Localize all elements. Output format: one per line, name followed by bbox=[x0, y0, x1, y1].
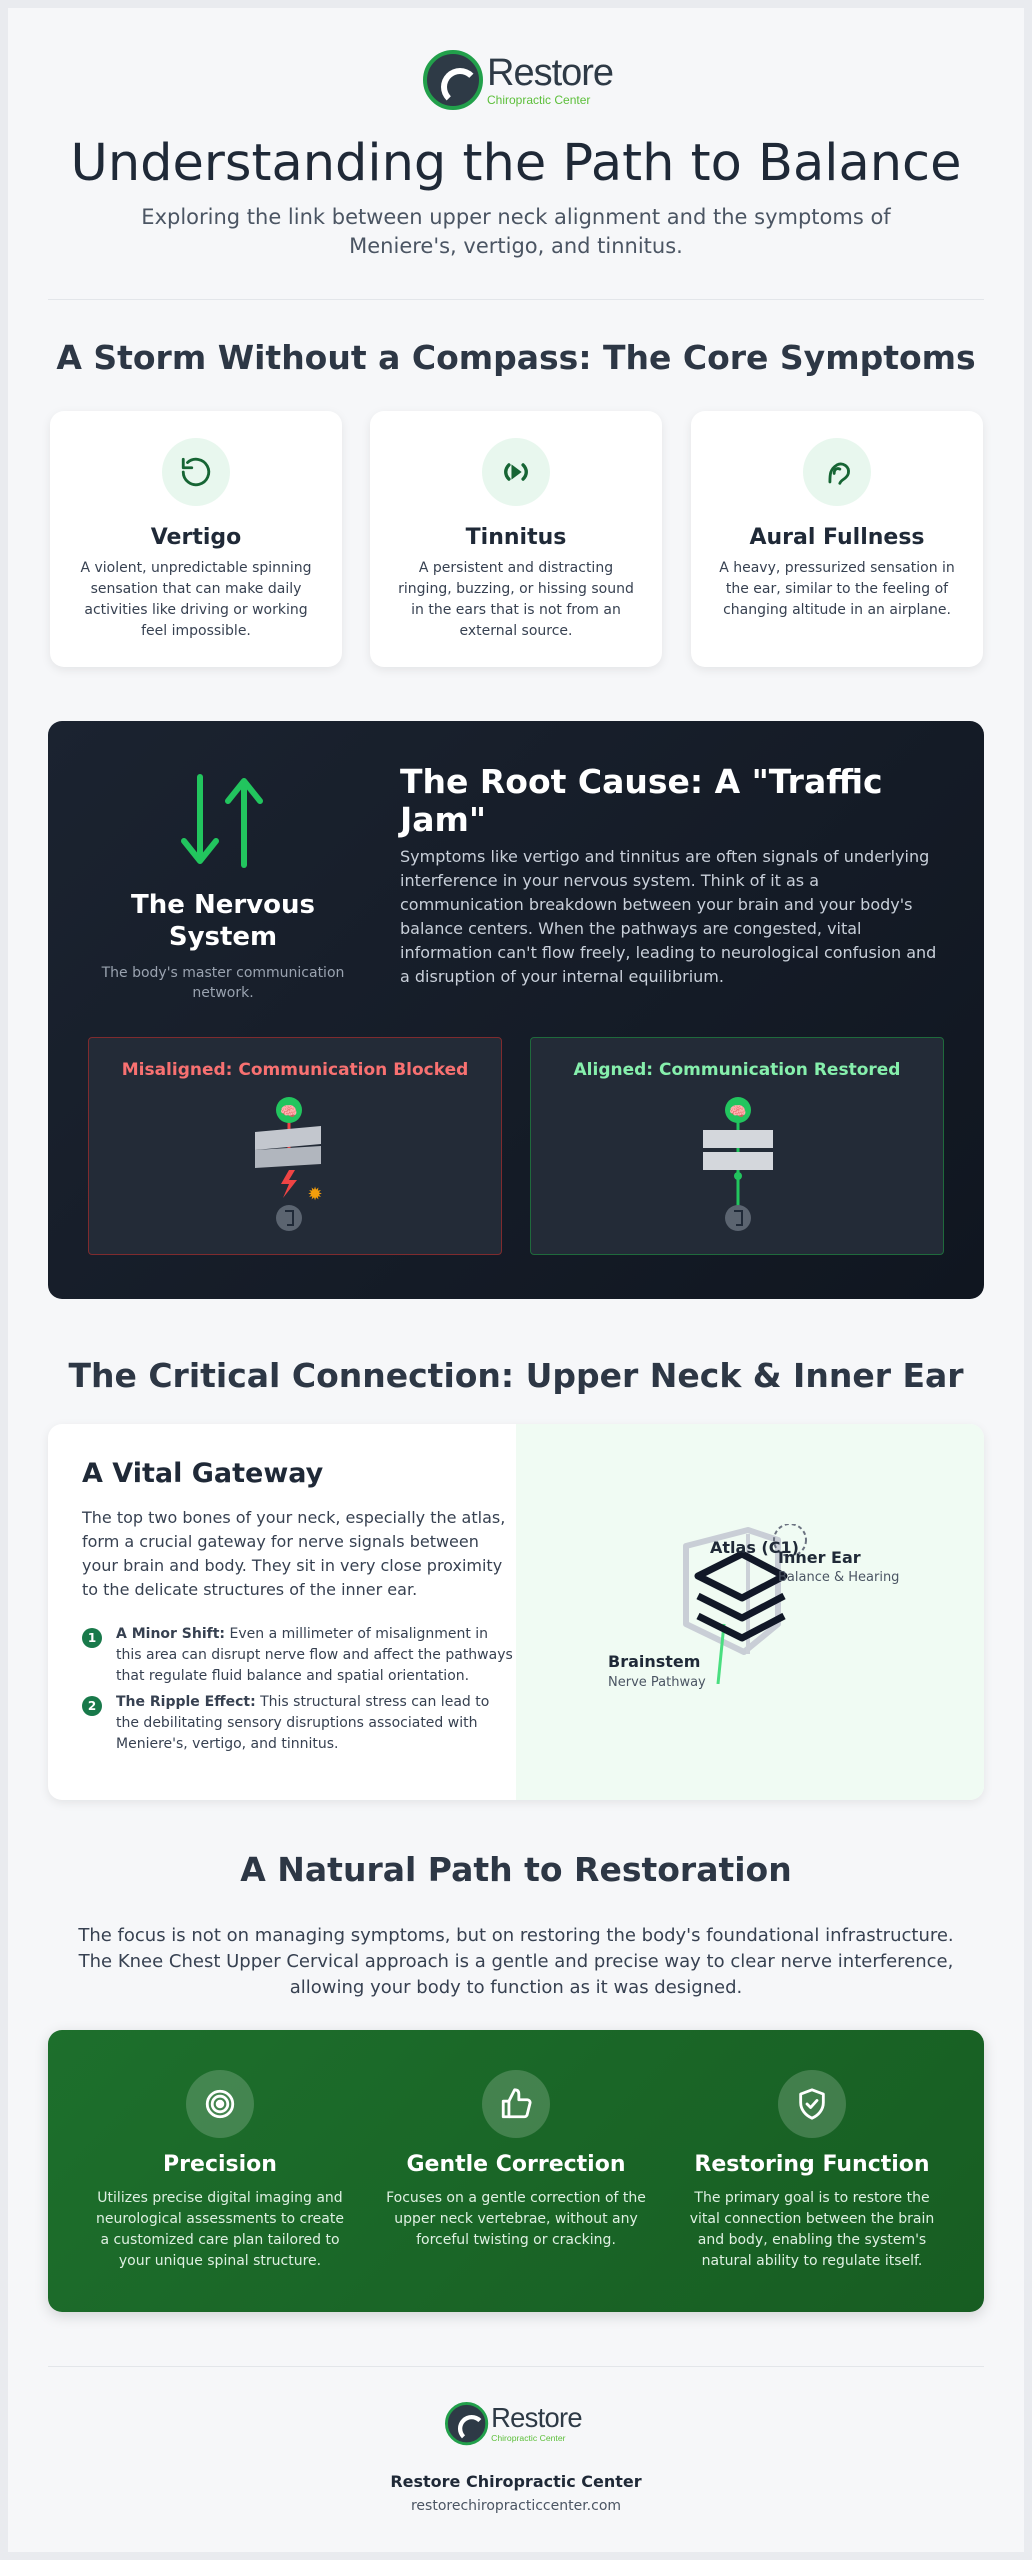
logo-name: Restore bbox=[491, 2403, 582, 2434]
point-label: The Ripple Effect: bbox=[116, 1694, 256, 1710]
logo-mark-icon bbox=[445, 2402, 489, 2446]
symptoms-heading: A Storm Without a Compass: The Core Symp… bbox=[56, 338, 976, 377]
gateway-title: A Vital Gateway bbox=[82, 1458, 324, 1489]
brainstem-label: Brainstem bbox=[608, 1652, 701, 1671]
gateway-point-1: A Minor Shift: Even a millimeter of misa… bbox=[116, 1624, 516, 1687]
header-divider bbox=[48, 299, 984, 300]
footer-company-name: Restore Chiropractic Center bbox=[390, 2472, 642, 2491]
restoration-pillars-panel: Precision Utilizes precise digital imagi… bbox=[48, 2030, 984, 2312]
signal-arrows-icon bbox=[181, 774, 263, 868]
logo-tagline: Chiropractic Center bbox=[487, 93, 591, 107]
blocked-label: Misaligned: Communication Blocked bbox=[121, 1060, 469, 1080]
blocked-spine-diagram: 🧠 ✹ bbox=[255, 1097, 323, 1231]
page-title: Understanding the Path to Balance bbox=[70, 134, 962, 193]
restoration-text: The focus is not on managing symptoms, b… bbox=[78, 1925, 954, 1998]
nervous-system-panel: The Nervous System The body's master com… bbox=[48, 721, 984, 1299]
page-subtitle: Exploring the link between upper neck al… bbox=[141, 205, 891, 258]
restored-label: Aligned: Communication Restored bbox=[573, 1060, 901, 1080]
svg-text:🧠: 🧠 bbox=[280, 1104, 297, 1120]
pillar-desc: The primary goal is to restore the vital… bbox=[689, 2190, 935, 2269]
logo-name: Restore bbox=[487, 52, 614, 94]
pillar-title: Restoring Function bbox=[694, 2152, 930, 2177]
pillar-desc: Utilizes precise digital imaging and neu… bbox=[96, 2190, 344, 2269]
connection-heading: The Critical Connection: Upper Neck & In… bbox=[68, 1356, 964, 1395]
pillar-desc: Focuses on a gentle correction of the up… bbox=[386, 2190, 646, 2248]
footer-logo: Restore Chiropractic Center bbox=[445, 2402, 583, 2446]
symptom-card-aural-fullness: Aural Fullness A heavy, pressurized sens… bbox=[691, 411, 983, 667]
pillar-title: Precision bbox=[163, 2152, 277, 2177]
rotate-icon bbox=[162, 438, 230, 506]
inner-ear-sublabel: Balance & Hearing bbox=[778, 1570, 900, 1585]
header-logo: Restore Chiropractic Center bbox=[423, 50, 614, 110]
thumbs-up-icon bbox=[482, 2070, 550, 2138]
step-number: 1 bbox=[82, 1628, 102, 1648]
ear-icon bbox=[803, 438, 871, 506]
symptom-desc: A persistent and distracting ringing, bu… bbox=[398, 560, 634, 639]
communication-blocked-box: Misaligned: Communication Blocked 🧠 ✹ bbox=[88, 1037, 502, 1255]
gateway-point-2: The Ripple Effect: This structural stres… bbox=[116, 1692, 516, 1755]
communication-restored-box: Aligned: Communication Restored 🧠 bbox=[530, 1037, 944, 1255]
gateway-text: The top two bones of your neck, especial… bbox=[82, 1508, 506, 1599]
logo-tagline: Chiropractic Center bbox=[491, 2432, 566, 2444]
point-text: Even a millimeter of misalignment in thi… bbox=[116, 1626, 513, 1684]
step-number: 2 bbox=[82, 1696, 102, 1716]
point-text: This structural stress can lead to the d… bbox=[116, 1694, 490, 1752]
symptom-card-vertigo: Vertigo A violent, unpredictable spinnin… bbox=[50, 411, 342, 667]
infographic-page: Restore Chiropractic Center Understandin… bbox=[8, 8, 1024, 2552]
footer-website-link[interactable]: restorechiropracticcenter.com bbox=[410, 2498, 622, 2514]
shield-check-icon bbox=[778, 2070, 846, 2138]
root-cause-text: Symptoms like vertigo and tinnitus are o… bbox=[400, 847, 937, 986]
point-label: A Minor Shift: bbox=[116, 1626, 226, 1642]
restoration-heading: A Natural Path to Restoration bbox=[240, 1850, 792, 1889]
symptom-title: Tinnitus bbox=[465, 525, 567, 550]
aligned-spine-diagram: 🧠 bbox=[703, 1097, 773, 1231]
nervous-system-subtitle: The body's master communication network. bbox=[101, 965, 345, 1001]
vital-gateway-card: A Vital Gateway The top two bones of you… bbox=[48, 1424, 984, 1800]
symptom-title: Aural Fullness bbox=[749, 525, 925, 550]
svg-text:🧠: 🧠 bbox=[729, 1104, 746, 1120]
sound-wave-icon bbox=[482, 438, 550, 506]
svg-text:✹: ✹ bbox=[307, 1184, 322, 1205]
pillar-title: Gentle Correction bbox=[406, 2152, 626, 2177]
root-cause-title: The Root Cause: A "Traffic Jam" bbox=[400, 762, 883, 839]
symptom-desc: A violent, unpredictable spinning sensat… bbox=[80, 560, 312, 639]
atlas-vertebra-diagram bbox=[683, 1524, 807, 1684]
inner-ear-label: Inner Ear bbox=[778, 1548, 861, 1567]
brainstem-sublabel: Nerve Pathway bbox=[608, 1675, 706, 1690]
target-icon bbox=[186, 2070, 254, 2138]
atlas-label: Atlas (C1) bbox=[710, 1538, 799, 1557]
symptom-desc: A heavy, pressurized sensation in the ea… bbox=[719, 560, 955, 618]
nervous-system-title: The Nervous System bbox=[131, 890, 315, 952]
footer-divider bbox=[48, 2366, 984, 2367]
logo-mark-icon bbox=[423, 50, 483, 110]
symptom-card-tinnitus: Tinnitus A persistent and distracting ri… bbox=[370, 411, 662, 667]
symptom-title: Vertigo bbox=[150, 525, 242, 550]
